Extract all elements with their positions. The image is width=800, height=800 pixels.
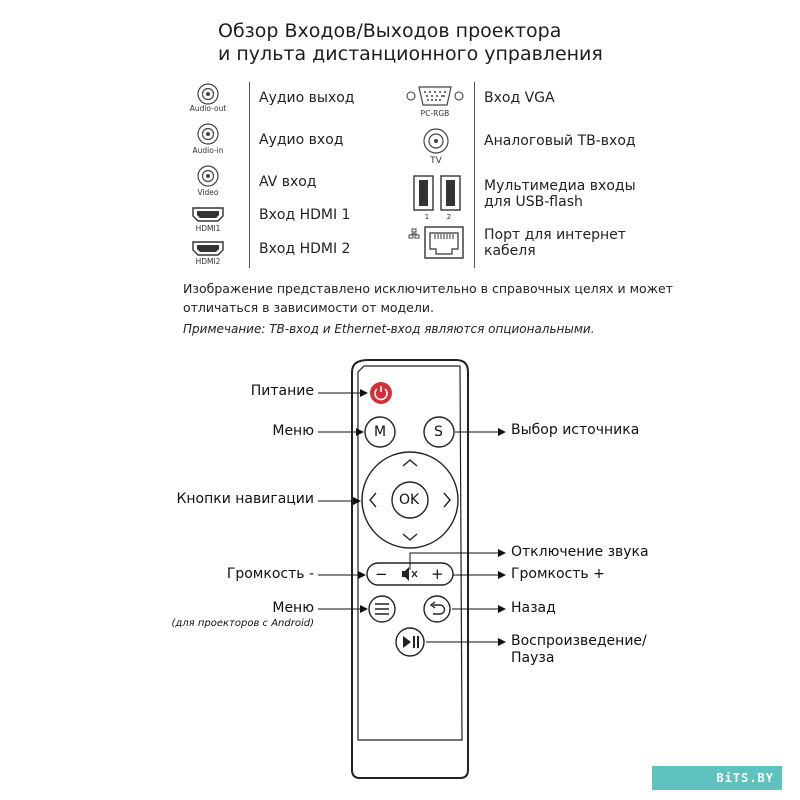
play-icon [403, 636, 411, 648]
disclaimer: Изображение представлено исключительно в… [183, 279, 703, 317]
hdmi-port-icon [192, 207, 224, 222]
divider-left [249, 82, 250, 268]
port-caption: Audio-out [189, 104, 227, 113]
port-label: Вход HDMI 1 [259, 207, 351, 223]
port-caption: 2 [446, 213, 452, 221]
hdmi-port-icon [192, 241, 224, 256]
label-power: Питание [250, 383, 314, 399]
port-label: Аудио выход [259, 90, 355, 106]
title-line-1: Обзор Входов/Выходов проектора [218, 20, 562, 42]
label-volume-down: Громкость - [226, 566, 314, 582]
volume-up-button[interactable]: + [431, 565, 444, 583]
disclaimer-line-2: отличаться в зависимости от модели. [183, 300, 434, 315]
port-label: кабеля [484, 243, 536, 259]
menu-button[interactable] [364, 416, 396, 448]
port-caption: Audio-in [192, 146, 224, 155]
label-android-menu: Меню [272, 600, 314, 616]
watermark-logo: BiTS.BY [652, 766, 782, 790]
port-caption: HDMI1 [195, 224, 221, 233]
callout-lines [318, 389, 506, 646]
label-play-pause-2: Пауза [511, 650, 555, 666]
rca-jack-icon [197, 123, 219, 145]
label-play-pause-1: Воспроизведение/ [511, 633, 647, 649]
label-back: Назад [511, 600, 556, 616]
chevron-down-icon [402, 533, 418, 541]
port-caption: TV [430, 156, 442, 166]
optional-note: Примечание: ТВ-вход и Ethernet-вход явля… [183, 322, 595, 336]
navigation-pad[interactable] [361, 451, 459, 549]
power-button[interactable] [370, 382, 392, 404]
chevron-right-icon [443, 492, 451, 508]
divider-right [474, 82, 475, 268]
tv-antenna-port-icon [423, 128, 449, 154]
chevron-left-icon [369, 492, 377, 508]
label-navigation: Кнопки навигации [176, 491, 314, 507]
vga-port-icon [406, 86, 464, 106]
port-label: Вход HDMI 2 [259, 241, 351, 257]
label-source: Выбор источника [511, 422, 640, 438]
back-button[interactable] [423, 595, 451, 623]
play-pause-button[interactable] [395, 627, 425, 657]
port-label: Порт для интернет [484, 227, 626, 243]
rca-jack-icon [197, 165, 219, 187]
rca-jack-icon [197, 83, 219, 105]
ok-button [391, 481, 429, 519]
ok-button-label[interactable]: OK [399, 492, 420, 508]
label-volume-up: Громкость + [511, 566, 605, 582]
android-menu-button[interactable] [368, 595, 396, 623]
port-label: AV вход [259, 174, 317, 190]
port-caption: 1 [424, 213, 430, 221]
menu-button-label[interactable]: M [374, 424, 387, 440]
source-button[interactable] [423, 416, 455, 448]
label-android-menu-note: (для проекторов с Android) [171, 618, 314, 629]
port-caption: PC-RGB [420, 109, 450, 118]
mute-icon [402, 567, 418, 581]
source-button-label[interactable]: S [434, 424, 443, 440]
chevron-up-icon [402, 459, 418, 467]
port-label: Аналоговый ТВ-вход [484, 133, 636, 149]
ethernet-port-icon [408, 226, 464, 259]
port-caption: HDMI2 [195, 257, 221, 266]
port-caption: Video [197, 188, 219, 197]
usb-ports-icon [413, 175, 461, 211]
port-label: Мультимедиа входы [484, 178, 636, 194]
page-title: Обзор Входов/Выходов проектора и пульта … [218, 20, 603, 66]
label-menu: Меню [272, 423, 314, 439]
volume-down-button[interactable]: − [375, 565, 388, 583]
back-arrow-icon [433, 604, 446, 615]
title-line-2: и пульта дистанционного управления [218, 43, 603, 65]
label-mute: Отключение звука [511, 544, 649, 560]
port-label: для USB-flash [484, 194, 583, 210]
port-label: Аудио вход [259, 132, 344, 148]
disclaimer-line-1: Изображение представлено исключительно в… [183, 281, 673, 296]
hamburger-icon [375, 603, 389, 615]
port-label: Вход VGA [484, 90, 555, 106]
